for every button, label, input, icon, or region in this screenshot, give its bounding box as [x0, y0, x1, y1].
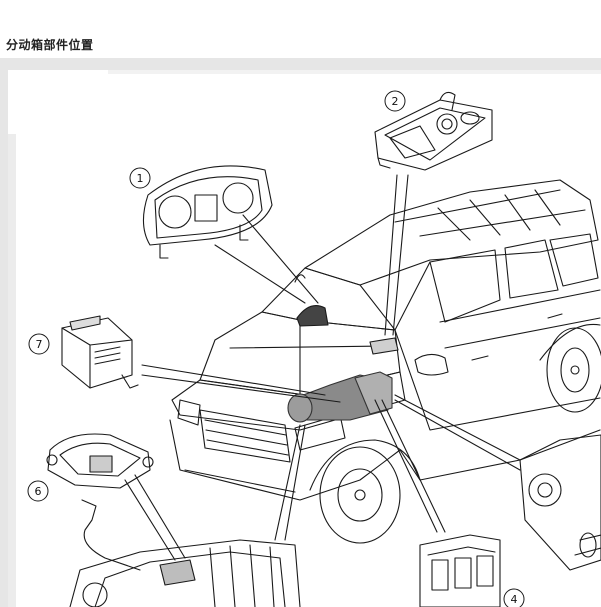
- leader-lines: [125, 175, 520, 560]
- svg-text:2: 2: [392, 95, 399, 108]
- module-connector-component: [420, 535, 500, 607]
- control-module-component: [62, 316, 138, 388]
- callout-1: 1: [130, 168, 150, 188]
- svg-text:4: 4: [511, 593, 518, 606]
- harness-illustration: [82, 500, 140, 570]
- callout-2: 2: [385, 91, 405, 111]
- svg-text:6: 6: [35, 485, 42, 498]
- transfer-box-motor-component: [47, 434, 153, 488]
- svg-text:1: 1: [137, 172, 144, 185]
- instrument-pack-component: [143, 166, 272, 258]
- instrument-pack-in-dash: [297, 306, 328, 326]
- selector-in-console: [370, 338, 398, 354]
- transfer-box-component: [70, 540, 300, 607]
- callout-7: 7: [29, 334, 49, 354]
- callout-6: 6: [28, 481, 48, 501]
- svg-text:7: 7: [36, 338, 43, 351]
- callout-4: 4: [504, 589, 524, 607]
